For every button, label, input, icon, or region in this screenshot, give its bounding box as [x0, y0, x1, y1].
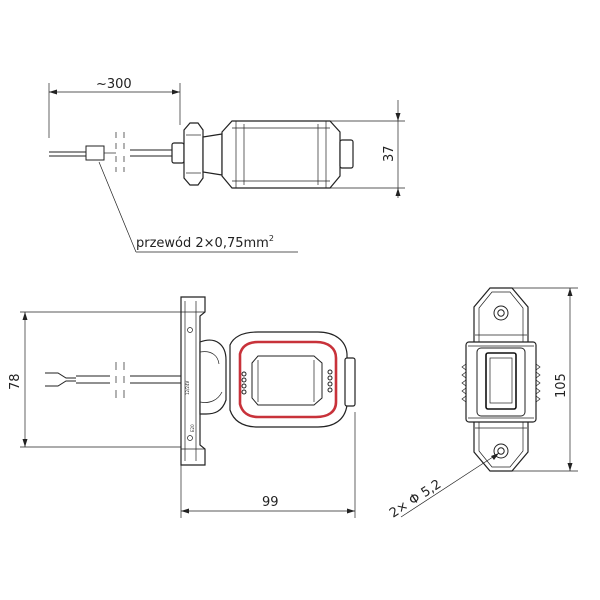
wire-label-sup: 2 — [269, 234, 274, 243]
lens-side — [339, 139, 354, 169]
neck — [202, 133, 223, 176]
bottom-hole-outer — [493, 443, 509, 459]
hole-label: 2× Φ 5,2 — [387, 477, 444, 521]
base-flange — [183, 122, 204, 186]
front-lens-inner — [485, 352, 517, 410]
cable-length-label: ~300 — [96, 77, 132, 92]
hole-leader — [400, 452, 500, 518]
wire-lead-2 — [45, 380, 76, 387]
side-height-label: 78 — [8, 373, 23, 390]
top-hole-outer — [493, 305, 509, 321]
front-height-label: 105 — [554, 373, 569, 398]
lamp-body — [221, 120, 341, 189]
inner-window — [251, 355, 323, 406]
wire-label: przewód 2×0,75mm — [136, 236, 269, 251]
front-lens — [476, 347, 526, 417]
wire-leader — [98, 161, 137, 253]
mount-text-1: 12/24V — [185, 380, 190, 395]
wire-sleeve — [85, 145, 105, 161]
side-view: 78 12/24V E20 — [8, 296, 356, 518]
top-height-label: 37 — [382, 145, 397, 162]
red-lens-outline — [238, 340, 338, 419]
top-hole-inner — [497, 309, 505, 317]
arm — [199, 339, 227, 415]
arrow-right — [172, 89, 180, 95]
mounting-plate — [180, 296, 206, 466]
side-lens — [344, 357, 356, 407]
bottom-hole-inner — [497, 447, 505, 455]
top-view: ~300 37 — [48, 77, 405, 253]
front-view: 105 2× Φ 5,2 — [387, 287, 578, 521]
mount-text-2: E20 — [190, 424, 195, 432]
svg-text:przewód 2×0,75mm2: przewód 2×0,75mm2 — [136, 234, 274, 251]
side-width-label: 99 — [262, 495, 279, 510]
cable-gland — [171, 142, 185, 164]
front-lamp-body — [465, 341, 537, 423]
wire-lead-1 — [45, 372, 76, 379]
arrow-left — [49, 89, 57, 95]
